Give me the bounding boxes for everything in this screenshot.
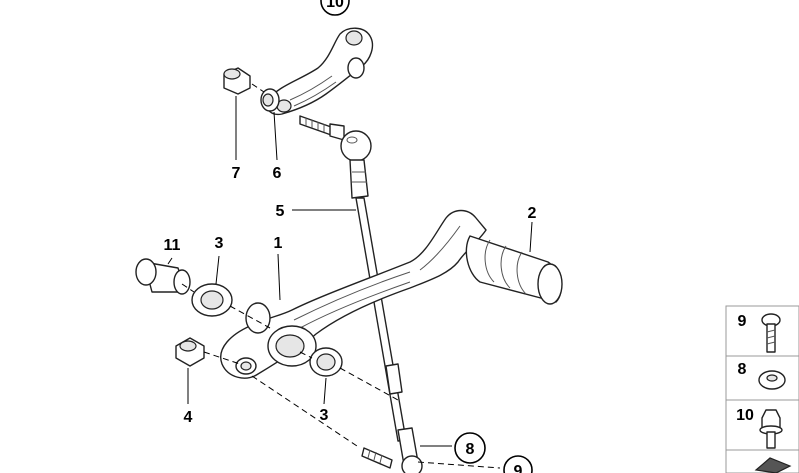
callout-2: 2 <box>528 205 537 222</box>
nut-7 <box>223 67 251 95</box>
nut-4 <box>175 337 205 367</box>
legend-label-9: 9 <box>738 313 747 330</box>
flange-bolt-icon <box>759 409 783 449</box>
callout-4: 4 <box>184 409 193 426</box>
callout-3-upper: 3 <box>215 235 224 252</box>
legend-label-8: 8 <box>738 361 747 378</box>
clip-icon <box>754 457 792 473</box>
callout-6: 6 <box>273 165 282 182</box>
callout-10-circled: 10 <box>320 0 350 16</box>
callout-1: 1 <box>274 235 283 252</box>
leader-lines <box>167 96 533 447</box>
legend-label-10: 10 <box>736 407 754 424</box>
foot-shift-lever <box>220 209 487 379</box>
bushing-3-upper <box>191 283 233 317</box>
sleeve-11 <box>135 258 191 295</box>
callout-9: 9 <box>514 463 523 473</box>
bushing-6 <box>260 88 280 112</box>
callout-11: 11 <box>164 237 181 254</box>
callout-7: 7 <box>232 165 241 182</box>
callout-10: 10 <box>326 0 344 11</box>
shift-rod <box>349 159 423 473</box>
lower-bolt <box>361 447 393 469</box>
assembly-lines <box>181 83 501 469</box>
upper-shift-lever <box>266 27 374 116</box>
callout-5: 5 <box>276 203 285 220</box>
callout-8-circled: 8 <box>454 432 486 464</box>
screw-icon <box>761 313 781 353</box>
washer-icon <box>758 370 786 390</box>
callout-3-lower: 3 <box>320 407 329 424</box>
hardware-legend: 9 8 10 <box>725 305 799 473</box>
bushing-3-lower <box>309 347 343 377</box>
callout-9-circled: 9 <box>503 455 533 473</box>
callout-8: 8 <box>466 441 475 458</box>
ball-joint-upper <box>299 115 372 162</box>
foot-peg <box>465 235 563 305</box>
